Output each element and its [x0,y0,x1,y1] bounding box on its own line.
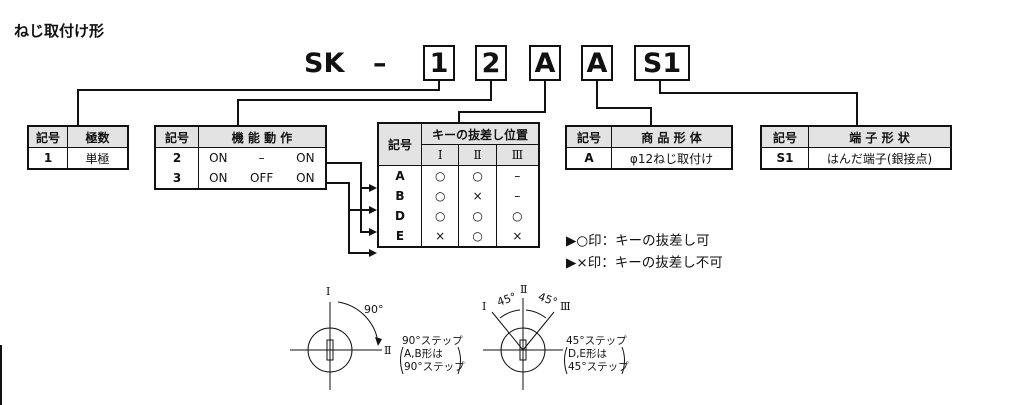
code-box-function: 2 [475,45,507,81]
diagram-90-label-ii: Ⅱ [384,344,392,357]
code-box-poles: 1 [423,45,455,81]
key-cell: ○ [458,206,497,226]
poles-header-name: 極数 [67,125,129,148]
diagram-45-label-i: Ⅰ [482,300,487,313]
function-header-code: 記号 [154,125,199,148]
key-code-e: E [377,226,422,248]
key-cell: ○ [458,226,497,248]
key-cell: ○ [458,165,497,186]
diagram-90-step-note1: A,B形は [404,348,443,360]
key-cell: × [458,186,497,206]
key-header-group: キーの抜差し位置 [421,122,540,145]
product-table: 記号 商 品 形 体 A φ12ねじ取付け [565,125,733,170]
diagram-45-step [483,298,563,390]
terminal-cell-value: はんだ端子(銀接点) [808,147,952,170]
key-cell: – [495,186,540,206]
diagram-45-brackets [564,346,625,375]
product-header-code: 記号 [565,125,612,148]
diagram-90-step-note2: 90°ステップ [404,361,465,373]
terminal-header-name: 端 子 形 状 [808,125,952,148]
key-header-pos-2: Ⅱ [458,144,497,166]
diagram-90-step [290,301,382,390]
key-header-code: 記号 [377,122,422,166]
function-cell: ON [197,168,238,190]
key-cell: × [495,226,540,248]
function-cell: ON [296,151,315,165]
function-table: 記号 機 能 動 作 2 ON – ON 3 ON OFF ON [154,125,327,190]
diagram-45-step-title: 45°ステップ [566,335,627,347]
left-edge-bar [0,345,2,405]
key-code-d: D [377,206,422,226]
diagram-90-angle: 90° [364,303,384,316]
function-cell: ON [197,147,238,168]
terminal-table: 記号 端 子 形 状 S1 はんだ端子(銀接点) [760,125,952,170]
key-table: 記号 キーの抜差し位置 Ⅰ Ⅱ Ⅲ A ○ ○ – B ○ × – D ○ ○ … [377,122,540,248]
key-cell: ○ [420,165,460,186]
legend-insertable: ▶○印：キーの抜差し可 [566,233,710,249]
product-cell-code: A [565,147,612,170]
diagram-90-brackets [400,346,461,375]
poles-cell-code: 1 [27,147,68,170]
code-box-product: A [581,45,613,81]
poles-header-code: 記号 [27,125,68,148]
function-cell: – [258,151,265,165]
model-dash: – [373,48,387,79]
function-code-3: 3 [154,168,199,190]
terminal-cell-code: S1 [760,147,809,170]
code-box-terminal: S1 [634,45,690,81]
diagram-90-step-title: 90°ステップ [402,335,463,347]
function-code-2: 2 [154,147,199,168]
poles-cell-value: 単極 [67,147,129,170]
legend-not-insertable: ▶×印：キーの抜差し不可 [566,255,723,271]
diagram-45-step-note1: D,E形は [568,348,608,360]
page-title: ねじ取付け形 [14,22,105,40]
key-cell: ○ [420,186,460,206]
poles-table: 記号 極数 1 単極 [27,125,129,170]
key-code-b: B [377,186,422,206]
key-cell: ○ [420,206,460,226]
code-box-key: A [529,45,561,81]
key-header-pos-3: Ⅲ [495,144,540,166]
key-cell: × [420,226,460,248]
diagram-90-label-i: Ⅰ [326,285,331,298]
function-cell: OFF [237,168,286,190]
key-header-pos-1: Ⅰ [420,144,460,166]
diagram-45-label-ii: Ⅱ [520,283,528,296]
terminal-header-code: 記号 [760,125,809,148]
function-header-name: 機 能 動 作 [198,125,327,148]
function-cell: ON [285,168,326,190]
product-header-name: 商 品 形 体 [611,125,733,148]
diagram-45-step-note2: 45°ステップ [568,361,629,373]
key-cell: – [495,165,540,186]
diagram-45-label-iii: Ⅲ [560,300,571,313]
key-code-a: A [377,165,422,186]
key-cell: ○ [495,206,540,226]
model-prefix: SK [304,48,345,79]
product-cell-value: φ12ねじ取付け [611,147,733,170]
